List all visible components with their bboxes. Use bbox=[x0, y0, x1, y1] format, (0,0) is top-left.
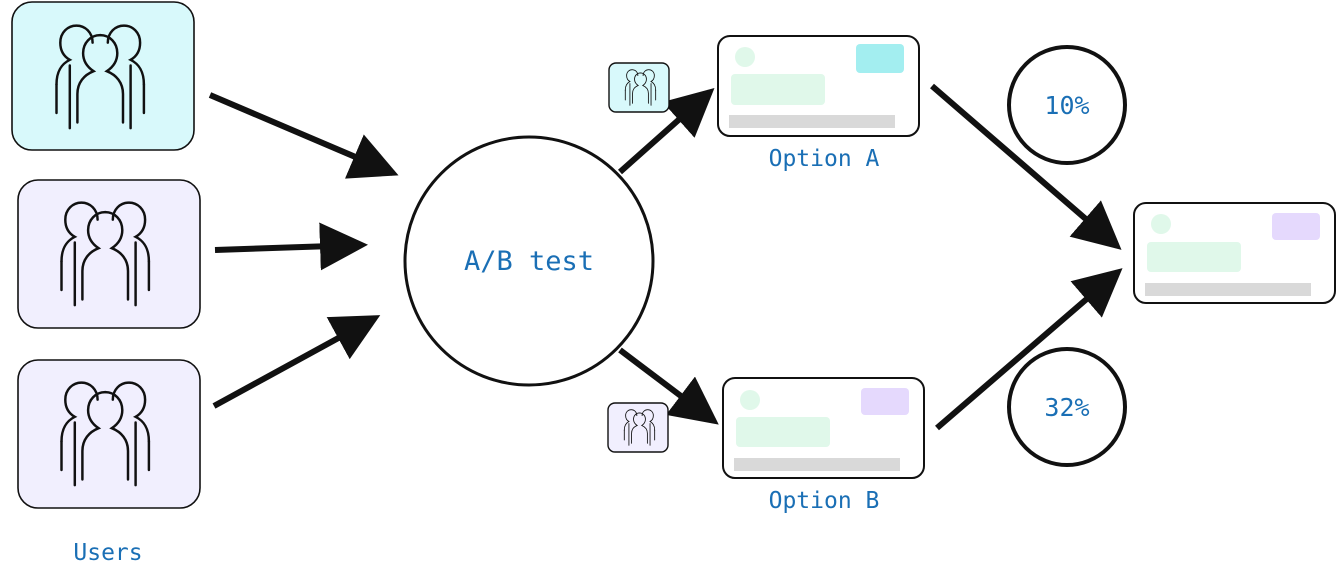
option-a-card bbox=[717, 35, 920, 137]
option-b-card bbox=[722, 377, 925, 479]
option-b-label: Option B bbox=[769, 488, 880, 514]
user-group-1 bbox=[11, 1, 195, 151]
cta-block bbox=[856, 44, 904, 73]
arrow-test-to-option-a bbox=[618, 88, 715, 175]
option-a-conversion-badge: 10% bbox=[1007, 45, 1127, 165]
option-a-conversion: 10% bbox=[1044, 91, 1089, 120]
avatar bbox=[740, 390, 760, 410]
mini-user-badge-a bbox=[608, 62, 670, 113]
ab-test-label: A/B test bbox=[464, 246, 594, 277]
user-group-2 bbox=[17, 179, 201, 329]
content-block bbox=[731, 74, 825, 105]
footer-bar bbox=[1145, 283, 1311, 296]
mini-user-badge-b bbox=[607, 402, 669, 453]
users-label: Users bbox=[73, 540, 142, 566]
ab-test-node bbox=[403, 135, 655, 387]
arrow-option-a-to-result bbox=[930, 83, 1122, 250]
option-a-label: Option A bbox=[769, 146, 880, 172]
arrow-users3-to-test bbox=[212, 315, 381, 409]
arrow-users2-to-test bbox=[214, 222, 368, 271]
content-block bbox=[1147, 242, 1241, 272]
avatar bbox=[735, 47, 755, 67]
result-card bbox=[1133, 202, 1336, 304]
cta-block bbox=[1272, 213, 1320, 240]
arrow-test-to-option-b bbox=[618, 347, 719, 425]
footer-bar bbox=[729, 115, 895, 128]
option-b-conversion: 32% bbox=[1044, 393, 1089, 422]
option-b-conversion-badge: 32% bbox=[1007, 347, 1127, 467]
footer-bar bbox=[734, 458, 900, 471]
avatar bbox=[1151, 214, 1171, 234]
arrow-option-b-to-result bbox=[935, 268, 1123, 431]
content-block bbox=[736, 417, 830, 447]
cta-block bbox=[861, 388, 909, 415]
arrow-users1-to-test bbox=[208, 92, 399, 179]
user-group-3 bbox=[17, 359, 201, 509]
